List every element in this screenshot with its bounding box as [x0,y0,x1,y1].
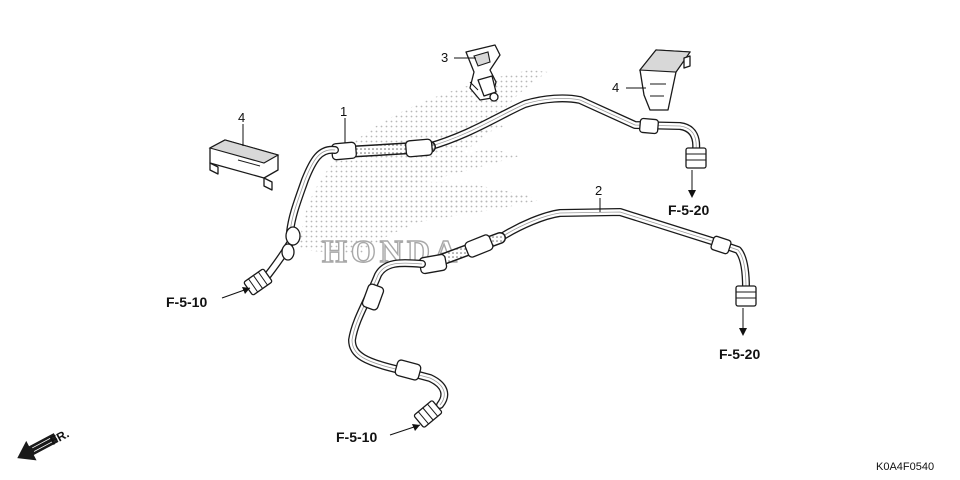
callout-3: 3 [441,50,476,65]
reference-label[interactable]: F-5-20 [668,202,709,218]
hose-1-joint-coil [281,226,301,261]
brake-hose-1 [243,94,707,296]
hose-clip-4-right [638,49,692,111]
callout-4-right-number: 4 [612,80,619,95]
callout-4-left-number: 4 [238,110,245,125]
hose-clip-4-left [208,139,280,191]
hose-1-right-flare-nut [685,147,707,169]
brake-hose-2 [348,208,757,428]
reference-label[interactable]: F-5-20 [719,346,760,362]
callout-3-number: 3 [441,50,448,65]
callout-1-number: 1 [340,104,347,119]
diagram-code: K0A4F0540 [876,461,934,473]
reference-link-f-5-10-lower[interactable]: F-5-10 [336,424,421,445]
honda-wing-logo-watermark: HONDA [300,70,548,270]
callout-1: 1 [340,104,347,143]
reference-link-f-5-20-lower[interactable]: F-5-20 [719,308,760,362]
callout-4-left: 4 [238,110,245,146]
hose-2-right-flare-nut [735,285,757,307]
reference-link-f-5-20-upper[interactable]: F-5-20 [668,170,709,218]
reference-label[interactable]: F-5-10 [336,429,377,445]
callout-2: 2 [595,183,602,212]
hose-2-left-flare-nut [413,400,443,428]
callout-4-right: 4 [612,80,646,95]
callout-2-number: 2 [595,183,602,198]
front-arrow-icon [17,433,59,461]
hose-clamp-3 [465,44,501,102]
reference-link-f-5-10-upper[interactable]: F-5-10 [166,287,251,310]
front-direction-indicator: FR. [17,426,71,461]
reference-label[interactable]: F-5-10 [166,294,207,310]
